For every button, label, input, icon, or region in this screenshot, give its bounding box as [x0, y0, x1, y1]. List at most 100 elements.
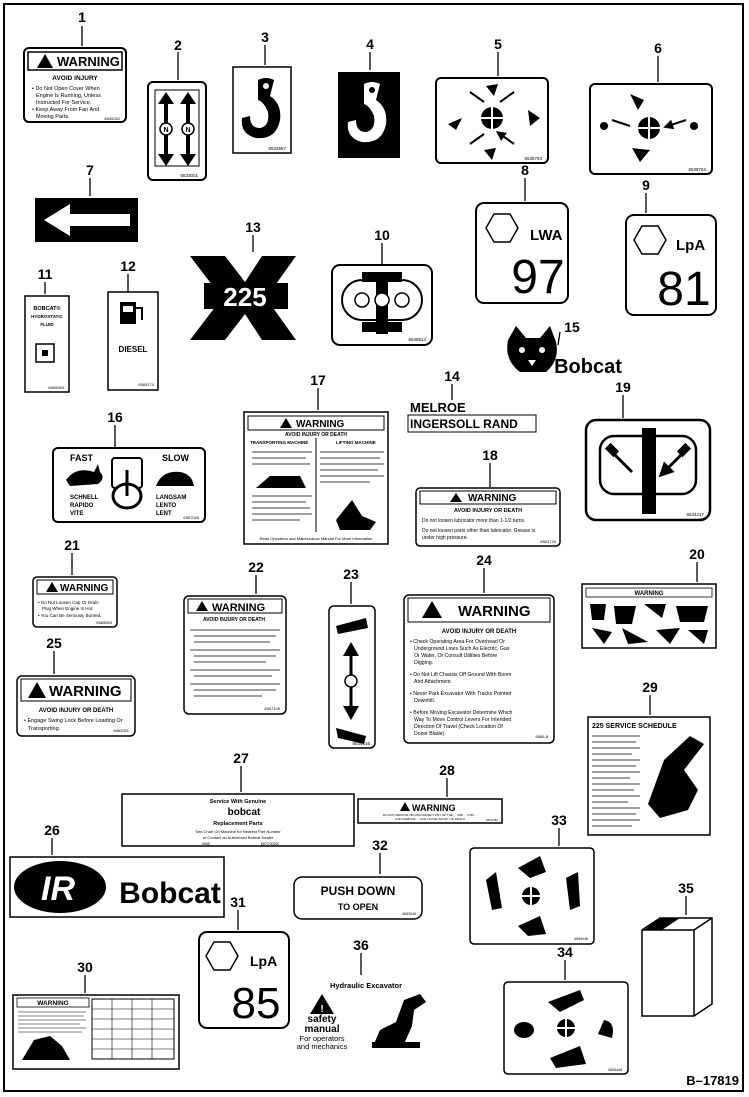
- callout-28: 28: [439, 762, 455, 778]
- svg-text:Engine Is Running, Unless: Engine Is Running, Unless: [36, 93, 101, 99]
- callout-20: 20: [689, 546, 705, 562]
- decal-14-melroe-ingersoll-rand: MELROE INGERSOLL RAND: [407, 400, 537, 433]
- decal-16-speed: FAST SLOW SCHNELL RAPIDO VITE LANGSAM LE…: [52, 447, 206, 523]
- excavator-icon: [648, 736, 704, 818]
- warning-triangle-icon: [422, 601, 442, 618]
- svg-text:AND REMOVE ... CAN CAUSE INJUR: AND REMOVE ... CAN CAUSE INJURY OR DEATH: [395, 817, 465, 821]
- decal-12-diesel: DIESEL 6565170: [107, 291, 159, 391]
- callout-10: 10: [374, 227, 390, 243]
- callout-30: 30: [77, 959, 93, 975]
- decal-19-control: 6534217: [584, 418, 712, 522]
- svg-text:safety: safety: [308, 1014, 337, 1025]
- decal-26-ir-bobcat: IR Bobcat: [9, 856, 225, 918]
- callout-numbers: 1 2 3 4 5 6 7 8 9 10 11 12 13 14 15 16 1…: [38, 9, 705, 975]
- decal-27-genuine-parts: Service With Genuine bobcat Replacement …: [121, 793, 355, 847]
- warning-triangle-icon: [400, 802, 410, 811]
- svg-text:Direction Of Travel (Check Loc: Direction Of Travel (Check Location Of: [414, 724, 503, 730]
- decal-2-arrows: N N 6533001: [147, 81, 207, 181]
- svg-text:97: 97: [511, 251, 564, 304]
- svg-text:Replacement Parts: Replacement Parts: [213, 821, 263, 827]
- svg-text:VITE: VITE: [70, 511, 83, 517]
- callout-35: 35: [678, 880, 694, 896]
- svg-text:6533001: 6533001: [180, 173, 198, 178]
- callout-29: 29: [642, 679, 658, 695]
- fluid-can-icon: [35, 343, 55, 363]
- figure-id: B–17819: [686, 1073, 739, 1088]
- svg-text:• Do Not Lift Chassis Off Grou: • Do Not Lift Chassis Off Ground With Bo…: [410, 672, 511, 678]
- callout-12: 12: [120, 258, 136, 274]
- svg-text:Bobcat: Bobcat: [119, 877, 221, 910]
- svg-text:Underground Lines Such As Elec: Underground Lines Such As Electric, Gas: [414, 646, 510, 652]
- warning-triangle-icon: [310, 994, 334, 1014]
- arrow-left-icon: [44, 204, 130, 236]
- excavator-icon: [22, 1036, 70, 1060]
- svg-text:Do not loosen lubricator more: Do not loosen lubricator more than 1-1/2…: [422, 518, 525, 524]
- svg-text:Transporting.: Transporting.: [28, 726, 61, 732]
- decal-30-load-chart: WARNING: [12, 994, 180, 1070]
- svg-text:6564720: 6564720: [540, 539, 556, 544]
- svg-text:DO NOT REMOVE OR DISCONNECT AN: DO NOT REMOVE OR DISCONNECT ANY OF THE .…: [383, 813, 477, 817]
- excavator-lift-icon: [336, 500, 376, 530]
- svg-text:And Attachment.: And Attachment.: [414, 679, 452, 685]
- svg-text:Hydraulic Excavator: Hydraulic Excavator: [330, 981, 402, 990]
- callout-31: 31: [230, 894, 246, 910]
- decal-17-transport-warning: WARNING AVOID INJURY OR DEATH TRANSPORTI…: [243, 411, 389, 545]
- svg-text:LANGSAM: LANGSAM: [156, 495, 186, 501]
- warning-triangle-icon: [46, 582, 58, 592]
- warning-triangle-icon: [450, 493, 462, 502]
- svg-text:6567045: 6567045: [183, 515, 199, 520]
- svg-text:AVOID INJURY OR DEATH: AVOID INJURY OR DEATH: [454, 508, 522, 514]
- svg-text:bobcat: bobcat: [228, 807, 261, 818]
- svg-text:LpA: LpA: [676, 237, 705, 254]
- svg-text:N: N: [163, 127, 168, 134]
- svg-text:6538762: 6538762: [688, 167, 706, 172]
- callout-27: 27: [233, 750, 249, 766]
- decal-3-lift-hook: 6532687: [232, 66, 292, 154]
- svg-text:manual: manual: [304, 1024, 339, 1035]
- svg-text:6563391: 6563391: [113, 728, 129, 733]
- svg-text:PUSH DOWN: PUSH DOWN: [321, 884, 396, 898]
- callout-33: 33: [551, 812, 567, 828]
- decal-28-strip-warning: WARNING DO NOT REMOVE OR DISCONNECT ANY …: [357, 798, 503, 824]
- callout-14: 14: [444, 368, 460, 384]
- callout-26: 26: [44, 822, 60, 838]
- decal-1-warning: WARNING AVOID INJURY • Do Not Open Cover…: [23, 47, 127, 123]
- boom-down-icon: [336, 728, 366, 744]
- decal-9-sound-pressure: LpA 81: [625, 214, 717, 316]
- svg-text:Service With Genuine: Service With Genuine: [210, 799, 267, 805]
- decal-25-swing-lock-warning: WARNING AVOID INJURY OR DEATH • Engage S…: [16, 675, 136, 737]
- warning-triangle-icon: [280, 418, 292, 428]
- decal-22-warning: WARNING AVOID INJURY OR DEATH 6557109: [183, 595, 287, 715]
- svg-text:DIESEL: DIESEL: [119, 345, 148, 354]
- svg-text:TO OPEN: TO OPEN: [338, 902, 378, 912]
- callout-7: 7: [86, 162, 94, 178]
- callout-8: 8: [521, 162, 529, 178]
- svg-text:Bobcat: Bobcat: [554, 356, 622, 378]
- svg-text:Or Water, Or Consult Utilities: Or Water, Or Consult Utilities Before: [414, 653, 497, 659]
- svg-text:6845262: 6845262: [104, 116, 120, 121]
- svg-text:WARNING: WARNING: [468, 493, 517, 504]
- callout-6: 6: [654, 40, 662, 56]
- ear-hexagon-icon: [205, 941, 239, 971]
- svg-text:MELROE: MELROE: [410, 400, 466, 415]
- svg-text:Do not loosen parts other than: Do not loosen parts other than lubricato…: [422, 528, 536, 534]
- fuel-pump-icon: [120, 302, 136, 324]
- excavator-trailer-icon: [256, 476, 306, 488]
- callout-21: 21: [64, 537, 80, 553]
- excavator-icon: [374, 994, 426, 1044]
- svg-text:225: 225: [223, 282, 266, 312]
- ear-hexagon-icon: [485, 213, 519, 243]
- svg-text:BOBCAT®: BOBCAT®: [33, 305, 60, 312]
- svg-text:RAPIDO: RAPIDO: [70, 503, 94, 509]
- svg-text:LWA: LWA: [530, 227, 563, 244]
- hook-icon: [241, 78, 281, 139]
- callout-22: 22: [248, 559, 264, 575]
- svg-text:6565170: 6565170: [138, 382, 154, 387]
- svg-text:under high pressure.: under high pressure.: [422, 535, 468, 541]
- svg-text:WARNING: WARNING: [412, 803, 456, 813]
- hook-icon: [347, 82, 387, 143]
- svg-text:6563046: 6563046: [402, 912, 416, 916]
- decal-23-control-vertical: 6534216: [328, 605, 376, 749]
- svg-text:!: !: [320, 1004, 323, 1015]
- svg-text:Instructed For Service.: Instructed For Service.: [36, 100, 92, 106]
